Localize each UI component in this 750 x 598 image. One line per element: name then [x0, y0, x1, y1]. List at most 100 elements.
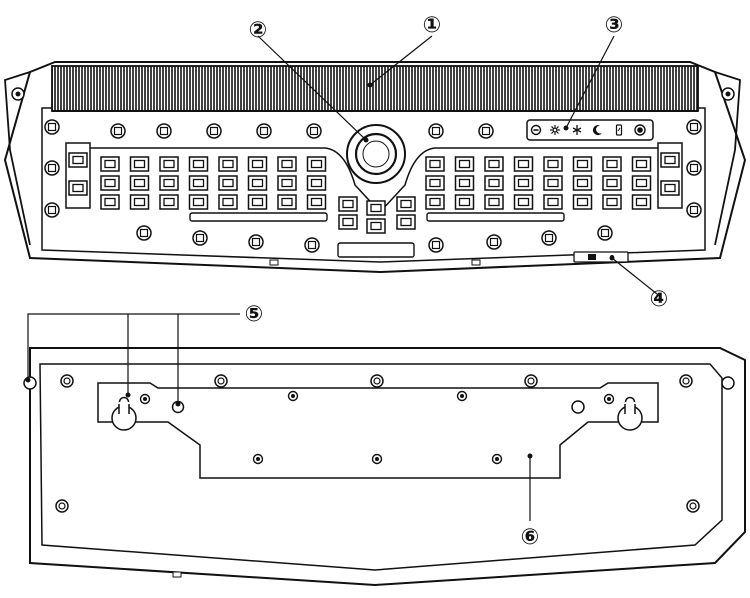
screw	[686, 119, 702, 135]
screw	[44, 202, 60, 218]
screw	[60, 374, 74, 388]
led-cell	[602, 194, 622, 210]
screw	[206, 123, 222, 139]
screw	[136, 225, 152, 241]
mode-control-panel	[526, 119, 654, 141]
led-cell	[100, 194, 120, 210]
right-keyhole-slot	[617, 396, 643, 431]
led-cell	[454, 194, 475, 210]
back-view	[23, 347, 746, 587]
back-inner-outline	[39, 363, 723, 571]
screw	[306, 123, 322, 139]
led-cell	[159, 175, 179, 191]
screw	[370, 374, 384, 388]
center-led-cell	[338, 196, 358, 212]
led-cell	[425, 175, 445, 191]
screw	[371, 453, 383, 465]
led-cell	[129, 156, 150, 172]
screw	[256, 123, 272, 139]
led-cell	[454, 175, 475, 191]
led-cell	[425, 156, 445, 172]
screw	[478, 123, 494, 139]
side-led-cell	[68, 152, 88, 168]
led-cell	[277, 194, 297, 210]
led-cell	[572, 156, 593, 172]
screw	[679, 374, 693, 388]
led-cell	[129, 175, 150, 191]
led-cell	[572, 175, 593, 191]
led-cell	[602, 175, 622, 191]
screw	[139, 393, 151, 405]
led-cell	[484, 156, 504, 172]
led-cell	[100, 156, 120, 172]
led-cell	[100, 175, 120, 191]
center-led-cell	[338, 214, 358, 230]
screw	[541, 230, 557, 246]
led-cell	[425, 194, 445, 210]
leader-dots	[25, 82, 615, 459]
screw	[603, 393, 615, 405]
callout-1: ①	[423, 13, 442, 38]
screw	[44, 119, 60, 135]
center-led-cell	[366, 200, 386, 216]
callout-2: ②	[249, 18, 268, 43]
center-led-cell	[396, 214, 416, 230]
led-cell	[129, 194, 150, 210]
led-cell	[631, 194, 652, 210]
led-cell	[631, 175, 652, 191]
led-cell	[159, 194, 179, 210]
led-cell	[277, 175, 297, 191]
screw	[304, 237, 320, 253]
led-grid-center	[338, 196, 416, 234]
led-cell	[188, 156, 209, 172]
sun-burst-icon	[550, 125, 560, 135]
motion-sensor-lens	[354, 132, 398, 176]
led-cell	[188, 194, 209, 210]
led-cell	[484, 194, 504, 210]
led-cell	[247, 175, 268, 191]
led-cell	[484, 175, 504, 191]
led-cell	[306, 194, 327, 210]
led-cell	[247, 194, 268, 210]
led-cell	[602, 156, 622, 172]
center-led-cell	[396, 196, 416, 212]
screw	[192, 230, 208, 246]
screw	[156, 123, 172, 139]
led-cell	[513, 175, 534, 191]
wall-mount-bracket	[97, 382, 659, 479]
screw	[491, 453, 503, 465]
led-cell	[543, 175, 563, 191]
screw	[252, 453, 264, 465]
callout-3: ③	[605, 13, 624, 38]
left-light-bar	[189, 212, 328, 222]
led-cell	[306, 156, 327, 172]
led-cell	[159, 156, 179, 172]
led-cell	[543, 156, 563, 172]
sensor-icon	[634, 124, 646, 136]
callout-leaders	[27, 35, 658, 521]
screw	[287, 390, 299, 402]
led-cell	[631, 156, 652, 172]
left-keyhole-slot	[111, 396, 137, 431]
side-led-cell	[660, 152, 680, 168]
screw	[110, 123, 126, 139]
led-cell	[218, 156, 238, 172]
screw	[686, 160, 702, 176]
side-led-cell	[68, 180, 88, 196]
center-led-cell	[366, 218, 386, 234]
screw	[597, 225, 613, 241]
screw	[248, 234, 264, 250]
front-view	[3, 61, 747, 274]
callout-4: ④	[650, 287, 669, 312]
callout-5: ⑤	[245, 302, 264, 327]
right-light-bar	[426, 212, 565, 222]
battery-icon	[615, 124, 623, 136]
moon-icon	[592, 125, 602, 136]
led-cell	[543, 194, 563, 210]
screw	[428, 123, 444, 139]
power-icon	[530, 124, 542, 136]
screw	[524, 374, 538, 388]
callout-6: ⑥	[521, 525, 540, 550]
screw	[686, 202, 702, 218]
